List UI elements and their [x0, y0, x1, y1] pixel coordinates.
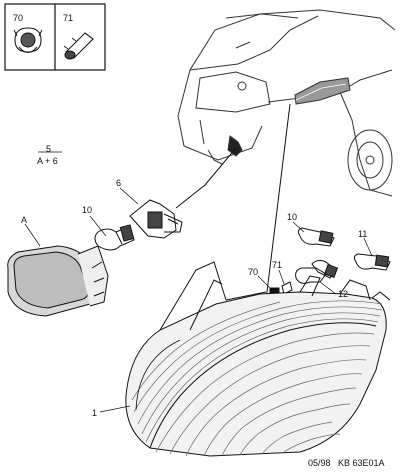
note-top: 5 — [46, 144, 52, 154]
callout-11: 11 — [358, 229, 368, 239]
callout-1: 1 — [92, 408, 98, 418]
callout-12: 12 — [338, 289, 349, 299]
plug-icon — [63, 32, 94, 60]
side-repeater-icon — [7, 245, 109, 317]
footer-date: 05/98 — [308, 458, 331, 468]
bulb-icon — [297, 227, 335, 247]
leader-lines — [24, 151, 373, 413]
bulb-socket-icon — [129, 199, 183, 239]
callout-6: 6 — [116, 178, 122, 188]
legend-label-70: 70 — [13, 13, 24, 23]
callout-71: 71 — [272, 260, 283, 270]
legend-boxes — [4, 3, 106, 71]
bulb-icon — [295, 259, 339, 284]
bulb-icon — [353, 253, 391, 271]
callout-10-right: 10 — [287, 212, 298, 222]
callout-70: 70 — [248, 267, 259, 277]
legend-label-71: 71 — [63, 13, 74, 23]
rear-lamp-icon — [125, 261, 391, 457]
bulb-icon — [94, 224, 135, 251]
car-rear-icon — [177, 9, 396, 197]
callout-10-left: 10 — [82, 205, 93, 215]
grommet-icon — [13, 27, 43, 53]
callout-a: A — [21, 215, 28, 225]
note-bottom: A + 6 — [37, 156, 58, 166]
footer-ref: KB 63E01A — [338, 458, 385, 468]
